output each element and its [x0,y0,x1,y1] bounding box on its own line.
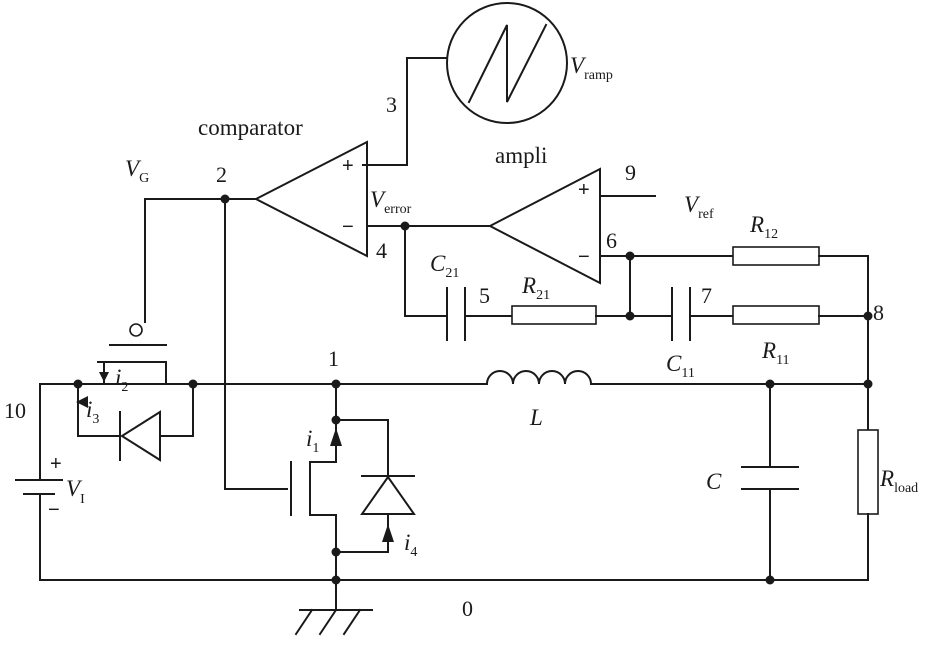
inductor-l [485,370,593,386]
node-6-label: 6 [606,228,617,253]
vi-plus-sign: + [50,453,62,475]
junction-dots [73,194,873,585]
capacitor-c11 [671,287,691,341]
rload-label: Rload [879,466,918,496]
c21-label: C21 [430,251,459,281]
r12-right-wire [818,255,869,435]
resistor-r11 [732,305,820,325]
c11-label: C11 [666,351,695,381]
r11-label: R11 [761,338,790,368]
inductor-label: L [529,405,543,430]
comparator-minus-sign: − [342,216,354,238]
diode-d4 [335,419,416,553]
capacitor-c [741,383,799,581]
vi-minus-sign: − [48,499,60,521]
voltage-source-vi [15,383,63,581]
vg-label: VG [125,156,149,186]
resistor-r12 [732,246,820,266]
comparator-label: comparator [198,115,303,140]
resistor-r21 [511,305,597,325]
vref-label: Vref [684,192,714,222]
node-8-label: 8 [873,300,884,325]
switch-m2 [97,344,167,385]
ground-icon [294,579,373,636]
verror-label: Verror [370,187,412,217]
ampli-minus-sign: − [578,246,590,268]
ramp-generator [362,2,568,166]
comparator-opamp: + − [253,140,368,258]
diode-d3 [76,383,194,462]
c21-left-wire [404,225,448,317]
node-3-label: 3 [386,92,397,117]
i4-label: i4 [404,530,417,560]
resistor-rload [857,429,879,515]
node-2-label: 2 [216,162,227,187]
node-9-label: 9 [625,160,636,185]
ampli-label: ampli [495,143,547,168]
node-10-label: 10 [4,398,26,423]
comparator-plus-sign: + [342,155,354,177]
r12-label: R12 [749,212,778,242]
gate-terminal [129,323,143,337]
vramp-label: Vramp [570,53,613,83]
switch-m1 [290,383,342,581]
node-0-label: 0 [462,596,473,621]
node2-to-main-gate-wire [224,198,288,490]
error-amplifier-opamp: + − [487,167,601,285]
node-7-label: 7 [701,283,712,308]
node-5-label: 5 [479,283,490,308]
node-4-label: 4 [376,238,387,263]
capacitor-c-label: C [706,469,722,494]
i1-label: i1 [306,426,319,456]
capacitor-c21 [446,287,466,341]
node-1-label: 1 [328,346,339,371]
i3-label: i3 [86,397,99,427]
r21-label: R21 [521,273,550,303]
i2-label: i2 [115,365,128,395]
vi-label: VI [66,476,85,507]
ampli-plus-sign: + [578,179,590,201]
